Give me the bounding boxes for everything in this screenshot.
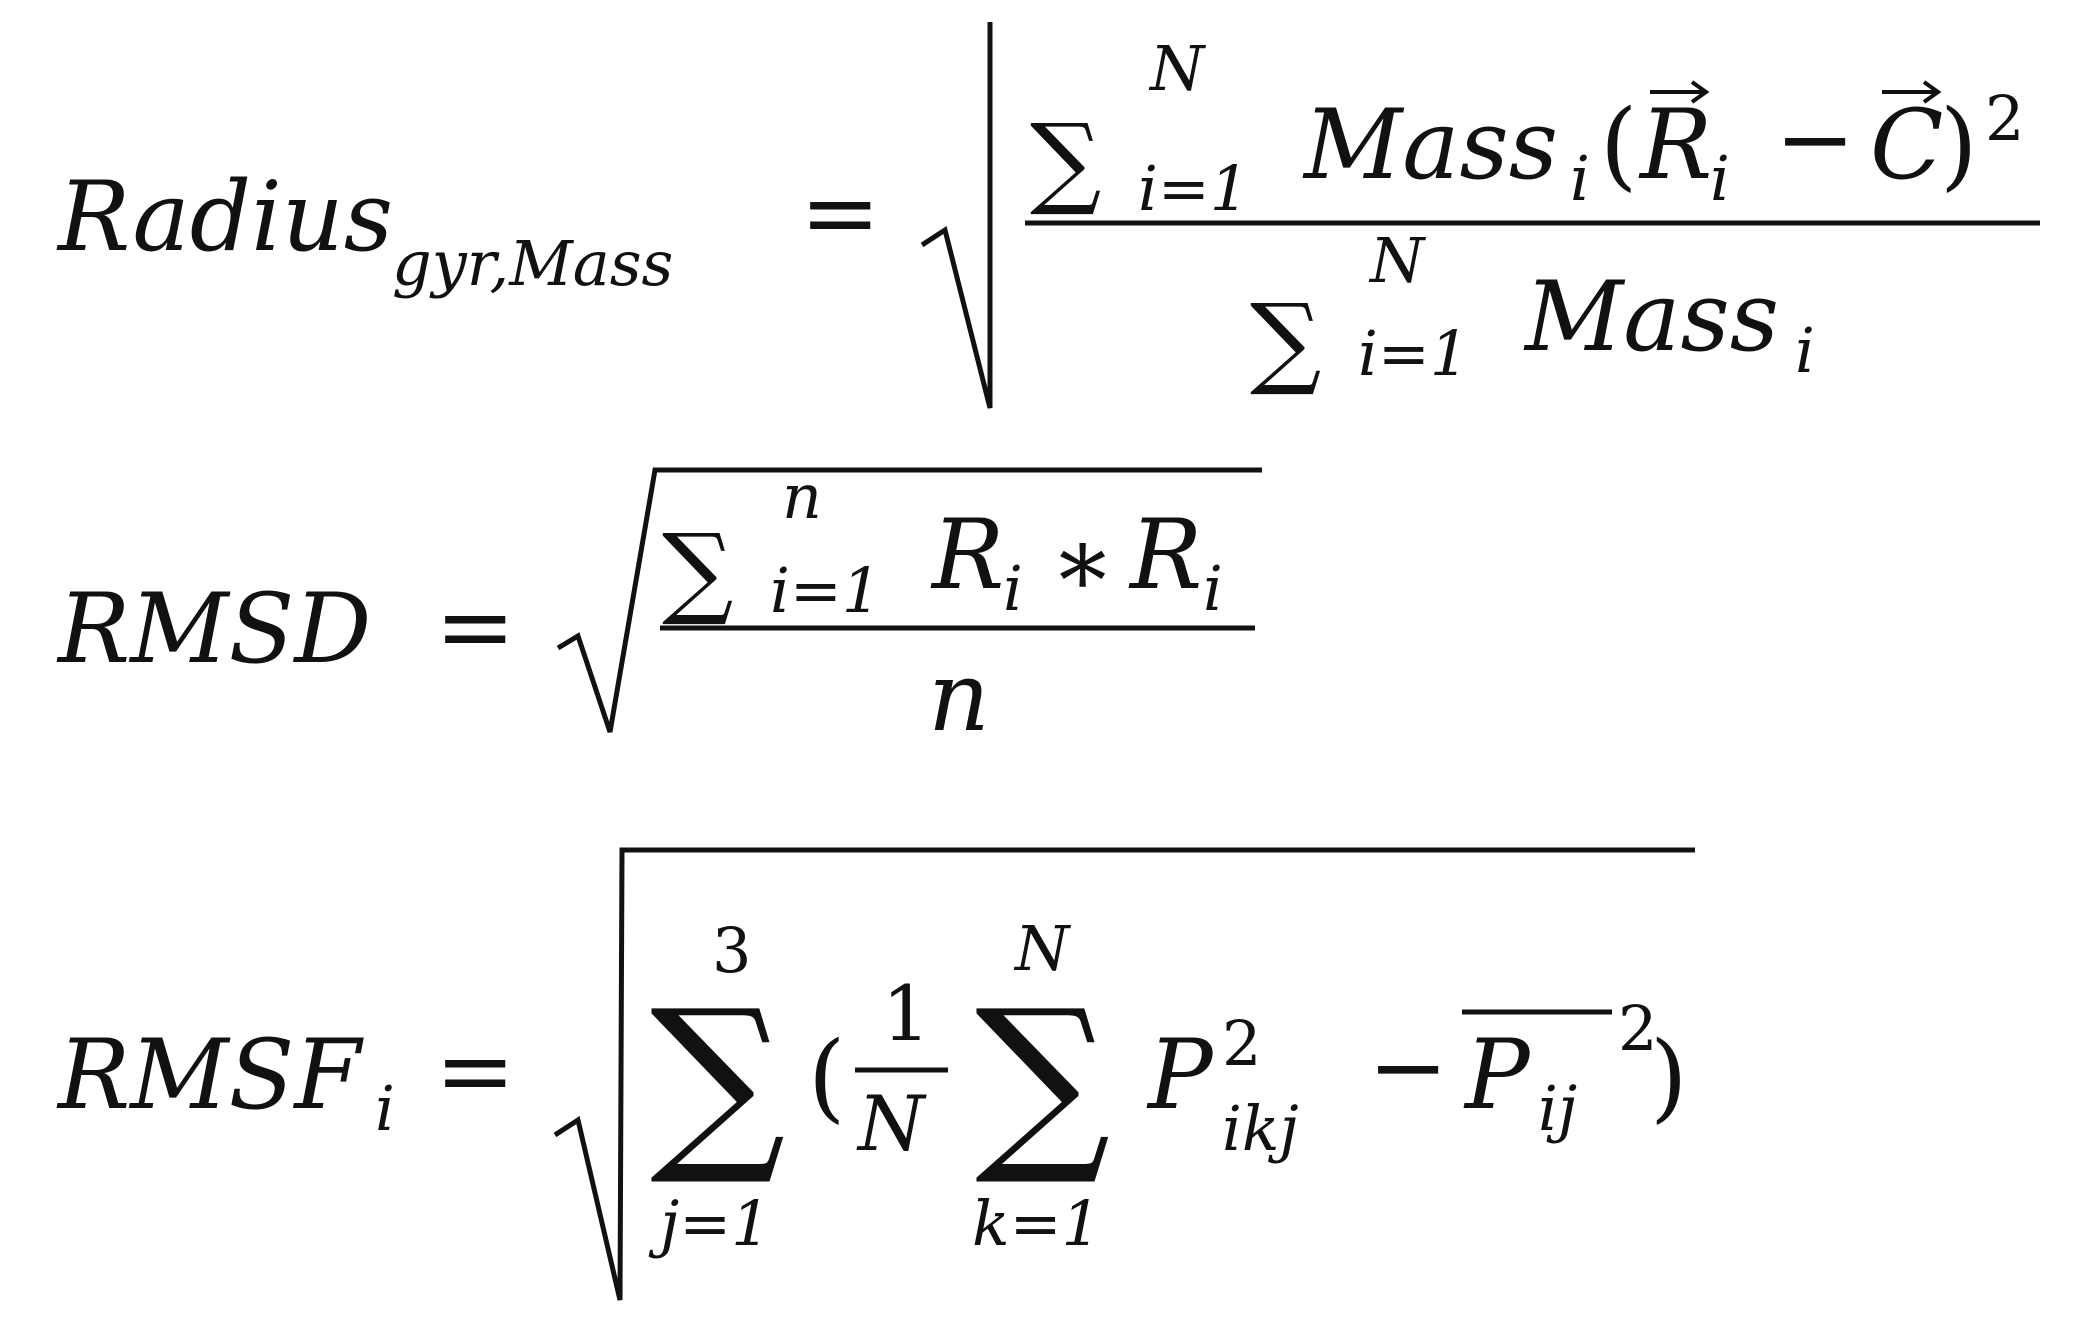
rmsd-numerator-times: ∗ xyxy=(1050,506,1115,618)
radius-numerator-r-subscript: i xyxy=(1710,142,1730,215)
rmsd-numerator-r2-subscript: i xyxy=(1203,552,1223,625)
rmsd-lhs: RMSD xyxy=(56,573,371,685)
rmsf-p1-superscript: 2 xyxy=(1222,1007,1261,1080)
rmsf-inner-sum-upper: N xyxy=(1013,912,1072,985)
radius-denominator-sum-symbol: ∑ xyxy=(1250,282,1321,399)
radius-radical-sign xyxy=(920,22,993,409)
radius-numerator-sum-upper: N xyxy=(1148,32,1207,105)
rmsf-radical-sign xyxy=(553,847,1695,1301)
rmsd-denominator: n xyxy=(928,641,990,753)
rmsf-lhs-subscript: i xyxy=(375,1072,395,1145)
radius-numerator-open-paren: ( xyxy=(1600,89,1637,201)
radius-numerator-mass: Mass xyxy=(1302,89,1558,201)
rmsf-minus: − xyxy=(1368,1011,1448,1123)
radius-equals-sign: = xyxy=(800,157,880,269)
rmsf-inner-sum-lower: k=1 xyxy=(972,1187,1101,1260)
rmsd-numerator-sum-upper: n xyxy=(782,460,822,533)
radius-numerator-sum-lower: i=1 xyxy=(1138,152,1249,225)
radius-numerator-close-paren: ) xyxy=(1940,89,1977,201)
rmsf-p1-subscript: ikj xyxy=(1222,1092,1299,1165)
radius-r-vector-arrow xyxy=(1650,80,1710,104)
radius-numerator-c: C xyxy=(1870,89,1943,201)
radius-numerator-sum-symbol: ∑ xyxy=(1030,102,1101,219)
rmsf-outer-sum-lower: j=1 xyxy=(648,1187,771,1260)
radius-denominator-sum-lower: i=1 xyxy=(1358,317,1469,390)
radius-c-vector-arrow xyxy=(1882,80,1942,104)
rmsf-lhs: RMSF xyxy=(56,1019,364,1131)
rmsd-numerator-sum-lower: i=1 xyxy=(770,554,881,627)
rmsd-equals-sign: = xyxy=(435,571,515,683)
rmsf-outer-sum-upper: 3 xyxy=(712,914,751,987)
rmsd-numerator-r1: R xyxy=(930,499,1004,611)
rmsf-p2-superscript: 2 xyxy=(1618,992,1657,1065)
rmsd-equation: RMSD = ∑ n i=1 R i ∗ R i n xyxy=(56,460,1262,753)
radius-numerator-r: R xyxy=(1638,89,1712,201)
rmsd-numerator-r1-subscript: i xyxy=(1003,552,1023,625)
radius-lhs-subscript: gyr,Mass xyxy=(392,227,673,300)
rmsf-inner-sum-symbol: ∑ xyxy=(975,969,1111,1190)
rmsd-numerator-sum-symbol: ∑ xyxy=(662,512,733,629)
rmsf-open-paren: ( xyxy=(808,1021,845,1133)
radius-of-gyration-equation: Radius gyr,Mass = ∑ N i=1 Mass i ( R i −… xyxy=(56,22,2040,409)
rmsf-outer-sum-symbol: ∑ xyxy=(650,969,786,1190)
rmsf-p1: P xyxy=(1146,1019,1214,1131)
rmsf-frac-numerator: 1 xyxy=(882,969,930,1058)
rmsf-p2-subscript: ij xyxy=(1538,1072,1577,1145)
rmsf-close-paren: ) xyxy=(1650,1021,1687,1133)
radius-lhs: Radius xyxy=(56,161,393,273)
rmsd-numerator-r2: R xyxy=(1128,499,1202,611)
rmsf-p2: P xyxy=(1463,1019,1531,1131)
rmsd-radical-sign xyxy=(556,467,1262,733)
rmsf-equals-sign: = xyxy=(435,1015,515,1127)
radius-numerator-mass-subscript: i xyxy=(1570,142,1590,215)
radius-numerator-power: 2 xyxy=(1985,82,2024,155)
radius-denominator-sum-upper: N xyxy=(1368,224,1427,297)
radius-denominator-mass-subscript: i xyxy=(1795,314,1815,387)
rmsf-equation: RMSF i = 3 ∑ j=1 ( 1 N N ∑ k=1 P 2 ikj −… xyxy=(56,847,1695,1301)
rmsf-frac-denominator: N xyxy=(856,1079,927,1168)
radius-numerator-minus: − xyxy=(1775,83,1855,195)
radius-denominator-mass: Mass xyxy=(1523,261,1779,373)
